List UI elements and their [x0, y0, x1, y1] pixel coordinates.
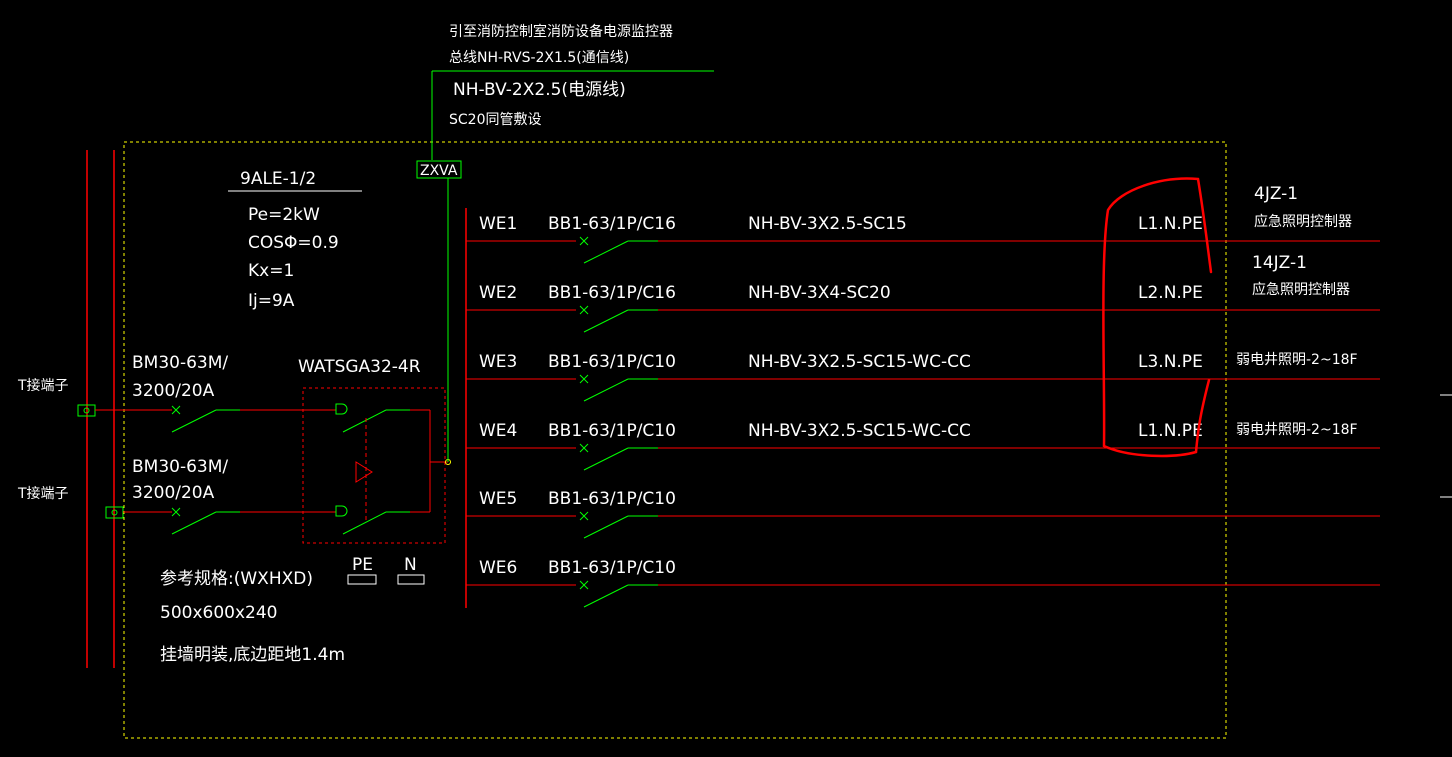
circuit-we5: WE5 BB1-63/1P/C10: [466, 489, 1380, 539]
breaker-switch-blade: [583, 584, 629, 608]
circuit-cable: NH-BV-3X2.5-SC15-WC-CC: [748, 421, 971, 441]
breaker-switch-blade: [583, 515, 629, 539]
breaker-switch-blade: [583, 240, 629, 264]
pe-bar: [347, 574, 377, 585]
annotation-freehand-mark: [1102, 177, 1213, 458]
breaker-x-mark: [579, 443, 589, 453]
ats-blade-bottom: [342, 511, 387, 535]
incoming-breaker-2-model: BM30-63M/: [132, 457, 228, 477]
circuit-cable: NH-BV-3X2.5-SC15-WC-CC: [748, 352, 971, 372]
circuit-id: WE6: [479, 558, 517, 578]
pe-label: PE: [352, 555, 373, 575]
terminal-dot-2: [111, 509, 118, 516]
incoming-1-x-mark: [171, 405, 181, 415]
circuit-breaker-model: BB1-63/1P/C10: [548, 421, 676, 441]
ats-box: [302, 387, 446, 544]
terminal-dot-1: [83, 407, 90, 414]
circuit-we6: WE6 BB1-63/1P/C10: [466, 558, 1380, 608]
circuit-id: WE1: [479, 214, 517, 234]
circuit-phase: L1.N.PE: [1138, 421, 1203, 441]
load-2-desc: 应急照明控制器: [1252, 281, 1350, 298]
circuit-we1: WE1 BB1-63/1P/C16 NH-BV-3X2.5-SC15 L1.N.PE: [466, 214, 1380, 264]
incoming-breaker-1-rating: 3200/20A: [132, 381, 215, 401]
ats-model: WATSGA32-4R: [298, 357, 421, 377]
circuit-id: WE2: [479, 283, 517, 303]
panel-cos: COSΦ=0.9: [248, 233, 339, 253]
panel-install-note: 挂墙明装,底边距地1.4m: [160, 645, 345, 665]
circuit-we2: WE2 BB1-63/1P/C16 NH-BV-3X4-SC20 L2.N.PE: [466, 283, 1380, 333]
panel-ij: Ij=9A: [248, 291, 295, 311]
circuit-id: WE5: [479, 489, 517, 509]
incoming-1-switch-blade: [171, 409, 217, 433]
note-conduit: SC20同管敷设: [449, 112, 541, 128]
circuit-we4: WE4 BB1-63/1P/C10 NH-BV-3X2.5-SC15-WC-CC L1…: [466, 421, 1380, 471]
terminal-label-2: T接端子: [17, 485, 69, 502]
circuit-cable: NH-BV-3X2.5-SC15: [748, 214, 907, 234]
note-fire-line2: 总线NH-RVS-2X1.5(通信线): [449, 50, 629, 66]
breaker-switch-blade: [583, 378, 629, 402]
n-bar: [397, 574, 425, 585]
n-label: N: [404, 555, 417, 575]
monitor-module-label: ZXVA: [420, 163, 458, 179]
circuit-id: WE3: [479, 352, 517, 372]
breaker-x-mark: [579, 374, 589, 384]
breaker-switch-blade: [583, 309, 629, 333]
panel-boundary: [123, 141, 1227, 739]
incoming-2-switch-blade: [171, 511, 217, 535]
incoming-2-x-mark: [171, 507, 181, 517]
incoming-breaker-1-model: BM30-63M/: [132, 353, 228, 373]
ats-blade-top: [342, 409, 387, 433]
monitor-module-box: [416, 160, 462, 179]
circuit-breaker-model: BB1-63/1P/C16: [548, 214, 676, 234]
panel-kx: Kx=1: [248, 261, 294, 281]
load-1-code: 4JZ-1: [1254, 184, 1298, 204]
ats-contact-top: [335, 403, 348, 415]
circuit-phase: L1.N.PE: [1138, 214, 1203, 234]
panel-ref-spec-label: 参考规格:(WXHXD): [160, 569, 313, 589]
ats-triangle: [355, 461, 373, 483]
circuit-breaker-model: BB1-63/1P/C16: [548, 283, 676, 303]
incoming-breaker-2-rating: 3200/20A: [132, 483, 215, 503]
terminal-label-1: T接端子: [17, 377, 69, 394]
breaker-x-mark: [579, 305, 589, 315]
note-power-line: NH-BV-2X2.5(电源线): [453, 80, 626, 100]
load-1-desc: 应急照明控制器: [1254, 213, 1352, 230]
circuit-id: WE4: [479, 421, 517, 441]
circuit-phase: L2.N.PE: [1138, 283, 1203, 303]
circuit-we3: WE3 BB1-63/1P/C10 NH-BV-3X2.5-SC15-WC-CC L3…: [466, 352, 1380, 402]
breaker-switch-blade: [583, 447, 629, 471]
ats-contact-bottom: [335, 505, 348, 517]
circuit-phase: L3.N.PE: [1138, 352, 1203, 372]
breaker-x-mark: [579, 236, 589, 246]
note-fire-line1: 引至消防控制室消防设备电源监控器: [449, 23, 673, 40]
load-3-desc: 弱电井照明-2~18F: [1236, 352, 1358, 368]
circuit-breaker-model: BB1-63/1P/C10: [548, 352, 676, 372]
load-2-code: 14JZ-1: [1252, 253, 1307, 273]
panel-ref-spec-value: 500x600x240: [160, 603, 277, 623]
circuit-breaker-model: BB1-63/1P/C10: [548, 489, 676, 509]
circuit-cable: NH-BV-3X4-SC20: [748, 283, 891, 303]
circuit-breaker-model: BB1-63/1P/C10: [548, 558, 676, 578]
load-4-desc: 弱电井照明-2~18F: [1236, 422, 1358, 438]
panel-name: 9ALE-1/2: [240, 169, 316, 189]
breaker-x-mark: [579, 580, 589, 590]
breaker-x-mark: [579, 511, 589, 521]
panel-pe: Pe=2kW: [248, 205, 320, 225]
